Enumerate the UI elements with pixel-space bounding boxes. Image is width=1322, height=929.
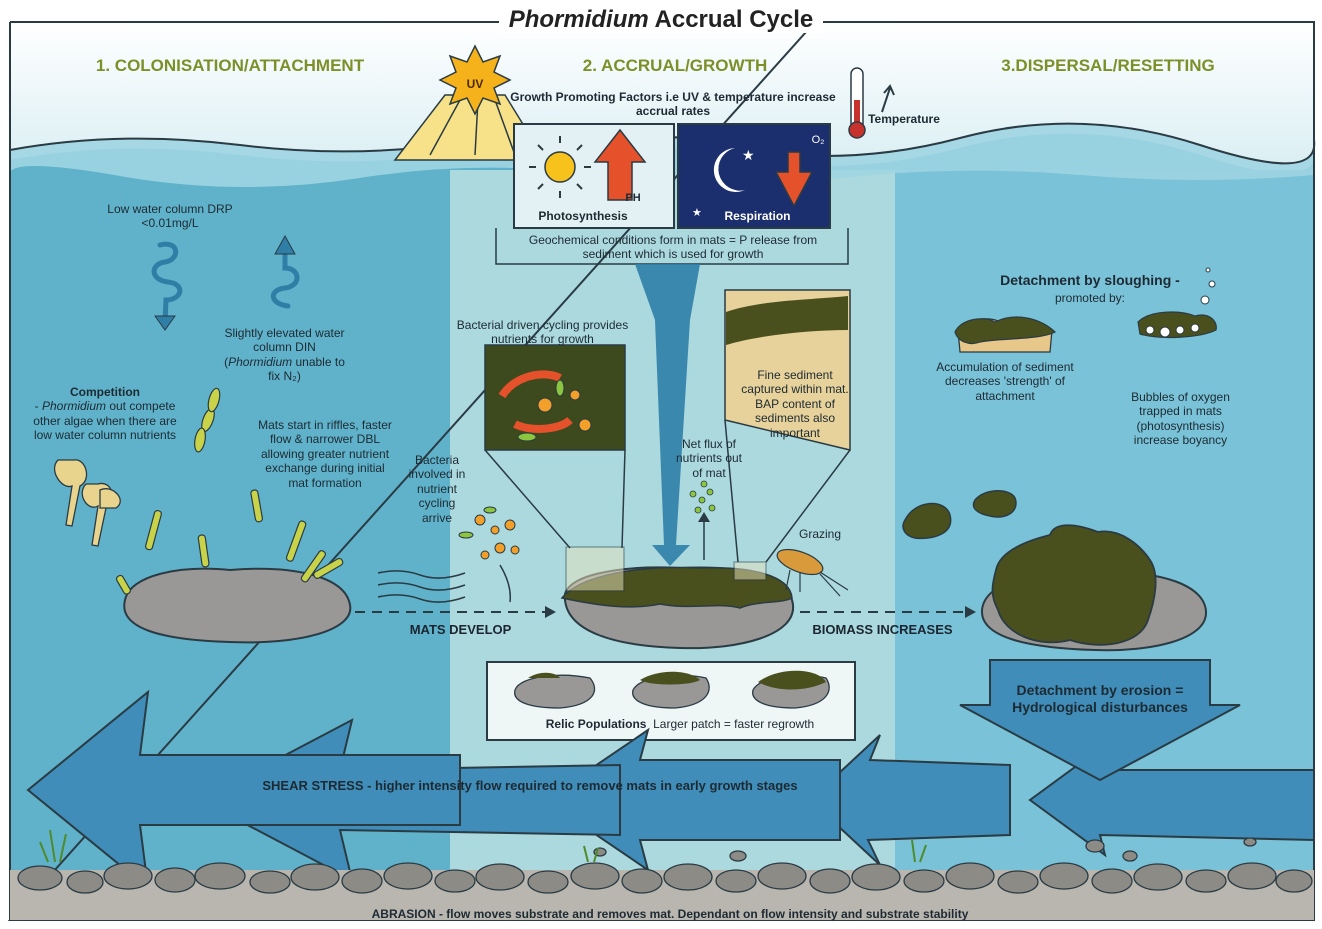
- o2-label: O₂: [806, 134, 830, 147]
- accumulation-text: Accumulation of sediment decreases 'stre…: [930, 360, 1080, 403]
- page-title: Phormidium Accrual Cycle: [0, 6, 1322, 35]
- bubbles-text: Bubbles of oxygen trapped in mats (photo…: [1118, 390, 1243, 448]
- elevated-din-text: Slightly elevated water column DIN (Phor…: [222, 326, 347, 384]
- mats-develop-label: MATS DEVELOP: [398, 622, 523, 638]
- stage-heading-colonisation: 1. COLONISATION/ATTACHMENT: [60, 56, 400, 76]
- ph-label: PH: [618, 192, 648, 205]
- sloughing-sub: promoted by:: [1030, 291, 1150, 305]
- bacterial-cycling-text: Bacterial driven cycling provides nutrie…: [455, 318, 630, 347]
- shear-stress-text: SHEAR STRESS - higher intensity flow req…: [230, 778, 830, 794]
- stage-heading-dispersal: 3.DISPERSAL/RESETTING: [968, 56, 1248, 76]
- star-icon: ★: [742, 148, 755, 164]
- competition-heading: Competition: [30, 385, 180, 399]
- bacteria-arrive-text: Bacteria involved in nutrient cycling ar…: [402, 453, 472, 525]
- elevated-italic: Phormidium: [228, 355, 292, 369]
- abrasion-text: ABRASION - flow moves substrate and remo…: [280, 907, 1060, 921]
- net-flux-text: Net flux of nutrients out of mat: [670, 437, 748, 480]
- sun-label: UV: [459, 77, 491, 91]
- grazing-label: Grazing: [790, 527, 850, 541]
- relic-bold: Relic Populations: [546, 717, 647, 731]
- title-rest: Accrual Cycle: [655, 6, 814, 33]
- competition-dash: -: [35, 399, 42, 413]
- fine-sediment-text: Fine sediment captured within mat. BAP c…: [740, 368, 850, 440]
- relic-rest: Larger patch = faster regrowth: [653, 717, 814, 731]
- mats-start-text: Mats start in riffles, faster flow & nar…: [255, 418, 395, 490]
- competition-italic: Phormidium: [42, 399, 106, 413]
- stage-heading-accrual: 2. ACCRUAL/GROWTH: [545, 56, 805, 76]
- temperature-label: Temperature: [864, 112, 944, 126]
- star-icon: ★: [692, 206, 702, 219]
- growth-factors-text: Growth Promoting Factors i.e UV & temper…: [508, 90, 838, 119]
- erosion-text: Detachment by erosion = Hydrological dis…: [1000, 682, 1200, 716]
- biomass-increases-label: BIOMASS INCREASES: [800, 622, 965, 638]
- respiration-label: Respiration: [715, 209, 800, 223]
- geochemical-text: Geochemical conditions form in mats = P …: [505, 233, 841, 262]
- competition-text: Competition- Phormidium out compete othe…: [30, 385, 180, 443]
- photosynthesis-label: Photosynthesis: [528, 209, 638, 223]
- sloughing-heading: Detachment by sloughing -: [985, 272, 1195, 289]
- low-water-text: Low water column DRP <0.01mg/L: [100, 202, 240, 231]
- rock-colonisation: [124, 569, 350, 643]
- title-italic: Phormidium: [509, 6, 649, 33]
- relic-populations-text: Relic Populations Larger patch = faster …: [520, 717, 840, 731]
